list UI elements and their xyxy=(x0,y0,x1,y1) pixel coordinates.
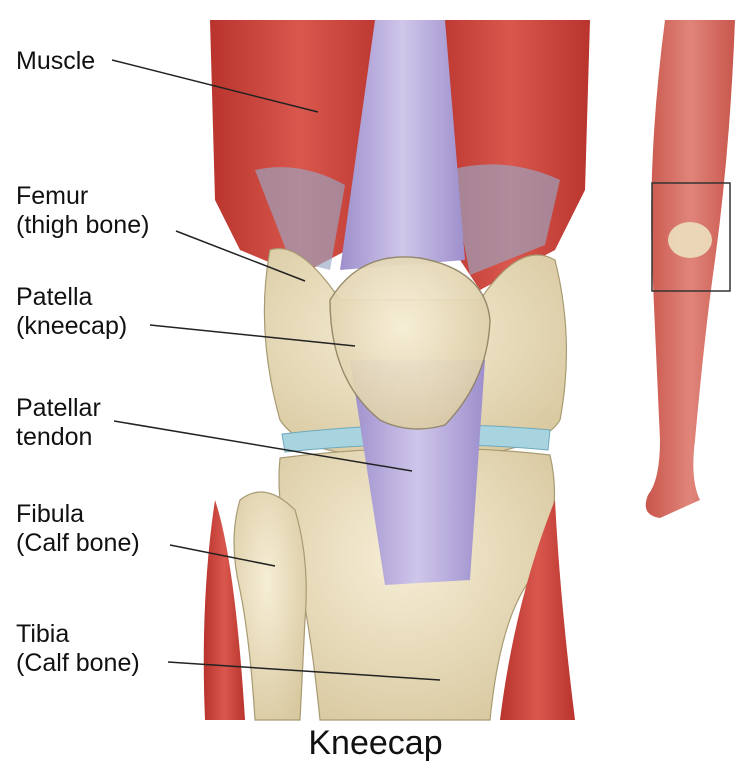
femur-label: Femur (thigh bone) xyxy=(16,182,149,240)
fibula-bone xyxy=(234,492,306,720)
tibia-label: Tibia (Calf bone) xyxy=(16,620,140,678)
patella-label: Patella (kneecap) xyxy=(16,283,127,341)
caption: Kneecap xyxy=(0,724,751,763)
muscle-label: Muscle xyxy=(16,47,95,76)
fibula-label: Fibula (Calf bone) xyxy=(16,500,140,558)
inset-leg-figure xyxy=(646,20,735,518)
patellar-tendon-label: Patellar tendon xyxy=(16,394,101,452)
